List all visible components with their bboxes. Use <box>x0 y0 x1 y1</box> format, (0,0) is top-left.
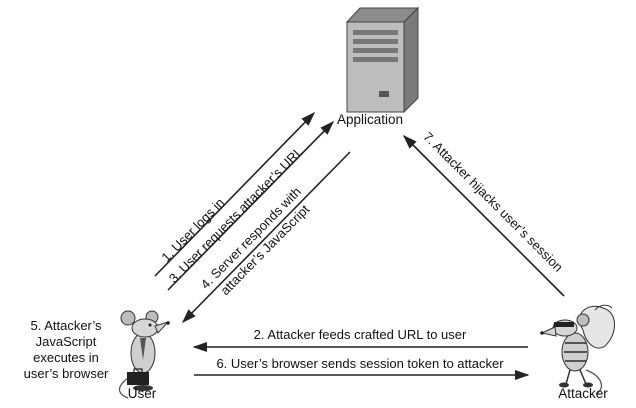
step-5-line1: 5. Attacker’s <box>30 318 102 333</box>
server-icon <box>345 6 420 114</box>
arrow-attacker-hijacks <box>402 134 565 297</box>
arrow-user-requests-url <box>167 120 335 291</box>
attacker-label: Attacker <box>558 386 608 401</box>
step-6-label: 6. User’s browser sends session token to… <box>216 356 504 371</box>
step-5-line3: executes in <box>33 350 99 365</box>
step-3-label: 3. User requests attacker’s URL <box>166 144 306 286</box>
step-2-label: 2. Attacker feeds crafted URL to user <box>254 327 467 342</box>
step-7-label: 7. Attacker hijacks user’s session <box>420 129 566 275</box>
user-label: User <box>128 386 157 401</box>
mouse-user-icon <box>118 310 170 399</box>
arrow-user-logs-in <box>154 111 316 277</box>
step-5-line4: user’s browser <box>24 366 109 381</box>
mouse-burglar-icon <box>540 304 615 395</box>
application-label: Application <box>337 112 403 127</box>
arrow-server-responds <box>181 151 351 324</box>
step-5-line2: JavaScript <box>36 334 97 349</box>
